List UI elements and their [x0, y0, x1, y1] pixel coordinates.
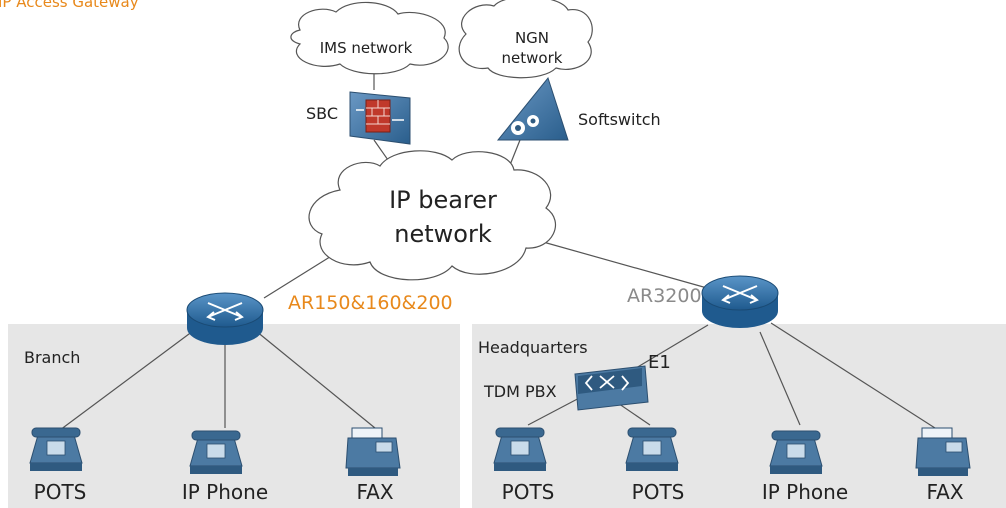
headquarters-zone-label: Headquarters [478, 338, 588, 357]
ip-bearer-cloud [308, 150, 557, 281]
tdm-pbx-label: TDM PBX [484, 382, 557, 401]
ngn-network-label-line1: NGN [514, 29, 550, 47]
ip-phone-icon [769, 430, 823, 475]
ngn-cloud [458, 0, 593, 79]
router-branch-icon [186, 292, 264, 345]
phone-icon [29, 427, 83, 472]
link-hq-ipphone [759, 331, 801, 426]
diagram-caption: IP Access Gateway [0, 0, 139, 11]
hq-ip-phone-label: IP Phone [761, 480, 849, 504]
branch-ip-phone-label: IP Phone [181, 480, 269, 504]
link-bearer-hq-router [535, 239, 708, 289]
branch-fax-label: FAX [356, 480, 394, 504]
branch-zone [8, 324, 460, 508]
tdm-pbx-icon [574, 365, 649, 411]
hq-pots-label-2: POTS [631, 480, 685, 504]
router-hq-icon [701, 275, 779, 328]
network-links [59, 60, 936, 431]
hq-fax-label: FAX [926, 480, 964, 504]
ip-bearer-label-line2: network [394, 220, 492, 248]
phone-icon [625, 427, 679, 472]
ip-phone-icon [189, 430, 243, 475]
ngn-network-label-line2: network [501, 49, 563, 67]
link-hq-router-pbx [635, 324, 709, 369]
softswitch-icon [496, 76, 569, 141]
ip-bearer-label-line1: IP bearer [389, 186, 497, 214]
sbc-icon [349, 91, 411, 145]
router-branch-label: AR150&160&200 [288, 292, 453, 314]
hq-pots-label-1: POTS [501, 480, 555, 504]
ims-network-label: IMS network [319, 39, 413, 57]
link-softswitch-bearer [509, 139, 521, 166]
router-hq-label: AR3200 [627, 285, 702, 307]
link-branch-fax [255, 330, 376, 429]
sbc-label: SBC [306, 104, 339, 123]
ims-cloud [290, 1, 449, 75]
link-branch-pots [59, 330, 194, 431]
e1-label: E1 [648, 352, 671, 373]
branch-pots-label: POTS [33, 480, 87, 504]
softswitch-label: Softswitch [578, 110, 661, 129]
link-hq-fax [770, 322, 936, 429]
link-bearer-branch-router [263, 254, 334, 299]
branch-zone-label: Branch [24, 348, 81, 367]
link-pbx-pots-1 [527, 394, 586, 426]
phone-icon [493, 427, 547, 472]
